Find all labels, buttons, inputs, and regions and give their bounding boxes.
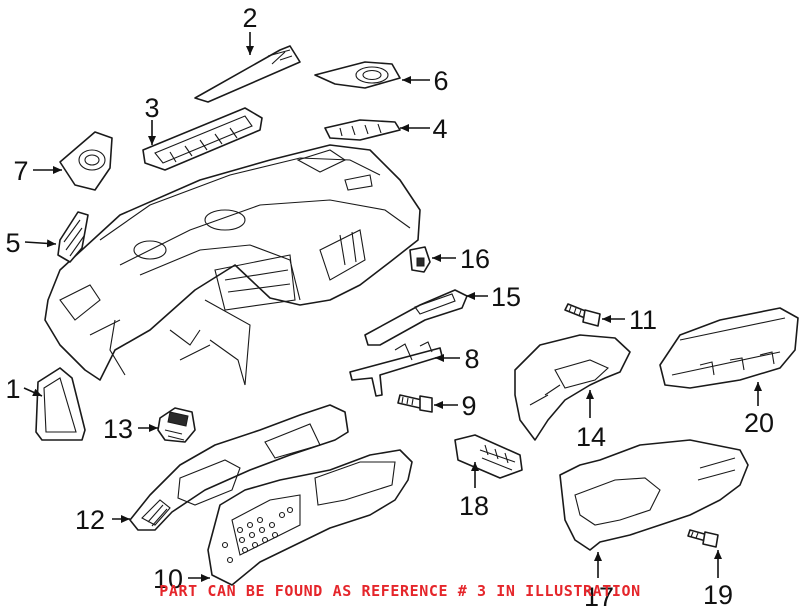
callout-16: 16 (460, 244, 490, 274)
callout-15: 15 (491, 282, 521, 312)
callout-3: 3 (144, 93, 159, 123)
callout-5: 5 (5, 228, 20, 258)
part-11-screw (564, 303, 601, 327)
part-10-cluster-housing (207, 449, 413, 586)
part-3-center-vent (142, 107, 263, 171)
instrument-panel (44, 144, 421, 386)
callout-12: 12 (75, 505, 105, 535)
callout-20: 20 (744, 408, 774, 438)
callout-13: 13 (103, 414, 133, 444)
callout-labels: 1 2 3 4 5 6 7 8 9 10 11 12 13 14 15 16 1… (5, 3, 774, 609)
callout-10: 10 (153, 564, 183, 594)
part-7-speaker-cover (59, 131, 113, 191)
callout-8: 8 (464, 344, 479, 374)
callout-2: 2 (242, 3, 257, 33)
callout-6: 6 (433, 66, 448, 96)
part-2-upper-trim (194, 45, 301, 103)
callout-18: 18 (459, 491, 489, 521)
callout-1: 1 (5, 374, 20, 404)
callout-9: 9 (461, 391, 476, 421)
part-8-bracket (349, 347, 443, 397)
leader-lines (23, 32, 762, 582)
callout-19: 19 (703, 580, 733, 609)
part-18-connector (454, 434, 523, 479)
part-9-bolt (397, 394, 433, 413)
part-14-lower-trim (514, 334, 631, 441)
callout-7: 7 (13, 156, 28, 186)
part-13-switch (157, 407, 196, 443)
part-4-side-vent (324, 119, 401, 141)
part-6-speaker-grille (314, 61, 401, 89)
part-5-left-vent (57, 211, 89, 263)
callout-4: 4 (432, 114, 447, 144)
reference-note: PART CAN BE FOUND AS REFERENCE # 3 IN IL… (159, 582, 641, 600)
part-15-trim-strip (364, 289, 468, 346)
part-20-airbag-module (659, 307, 799, 389)
callout-14: 14 (576, 422, 606, 452)
callout-17: 17 (584, 582, 614, 609)
part-19-bolt (687, 529, 719, 548)
part-17-glovebox (559, 439, 749, 551)
callout-11: 11 (629, 305, 657, 335)
